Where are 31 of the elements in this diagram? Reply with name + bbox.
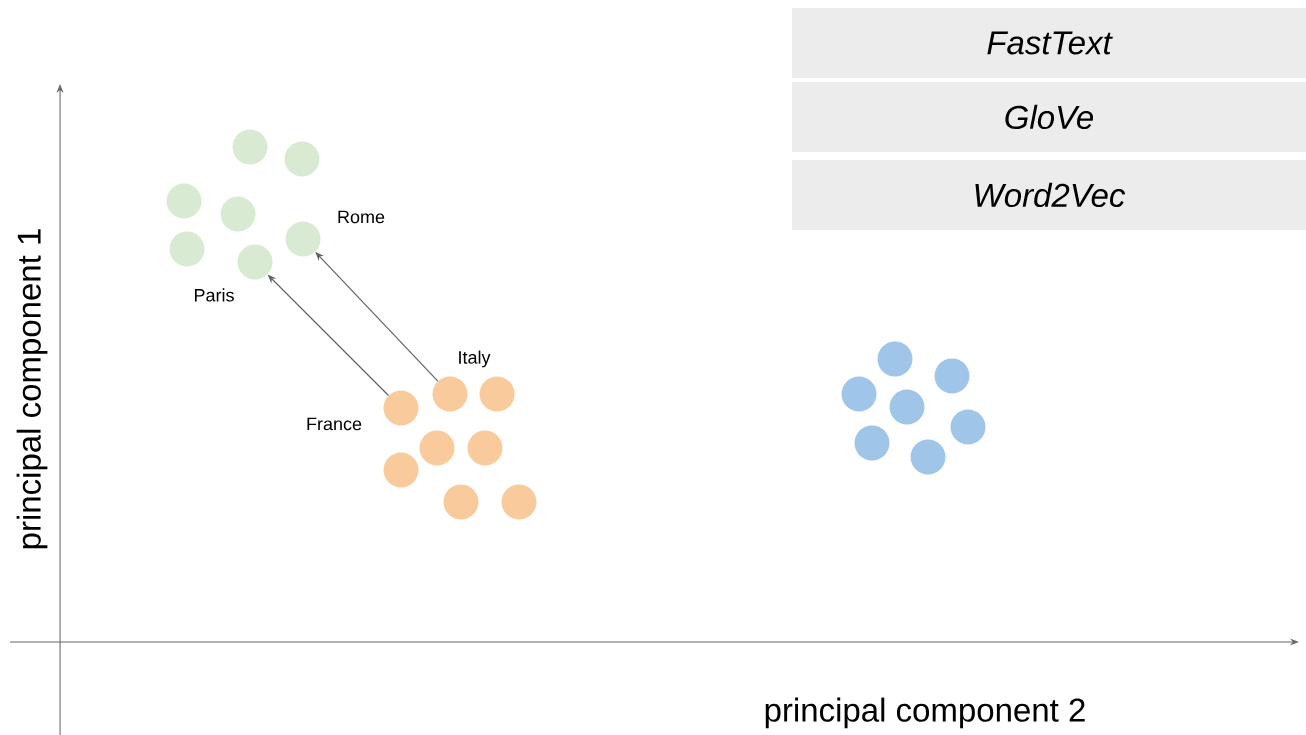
point-label: France bbox=[307, 417, 362, 431]
data-point bbox=[950, 409, 986, 445]
data-point bbox=[383, 452, 419, 488]
data-point bbox=[910, 439, 946, 475]
axis-label: principal component 2 bbox=[765, 697, 1085, 729]
data-point bbox=[501, 484, 537, 520]
data-point bbox=[432, 376, 468, 412]
point-label: Italy bbox=[459, 350, 491, 368]
data-point bbox=[169, 231, 205, 267]
data-point bbox=[877, 341, 913, 377]
axis-label: principal component 1 bbox=[16, 229, 48, 549]
data-point bbox=[467, 430, 503, 466]
data-point bbox=[934, 358, 970, 394]
point-label: Rome bbox=[338, 210, 385, 224]
data-point bbox=[383, 390, 419, 426]
data-point bbox=[854, 425, 890, 461]
data-point bbox=[285, 221, 321, 257]
data-point bbox=[841, 376, 877, 412]
data-point bbox=[443, 484, 479, 520]
data-point bbox=[220, 196, 256, 232]
point-label: Paris bbox=[195, 288, 234, 302]
method-box: GloVe bbox=[792, 82, 1306, 152]
data-point bbox=[237, 244, 273, 280]
data-point bbox=[232, 129, 268, 165]
data-point bbox=[889, 389, 925, 425]
data-point bbox=[419, 430, 455, 466]
data-point bbox=[284, 141, 320, 177]
method-box: FastText bbox=[792, 8, 1306, 78]
data-point bbox=[166, 183, 202, 219]
data-point bbox=[479, 376, 515, 412]
method-box: Word2Vec bbox=[792, 160, 1306, 230]
